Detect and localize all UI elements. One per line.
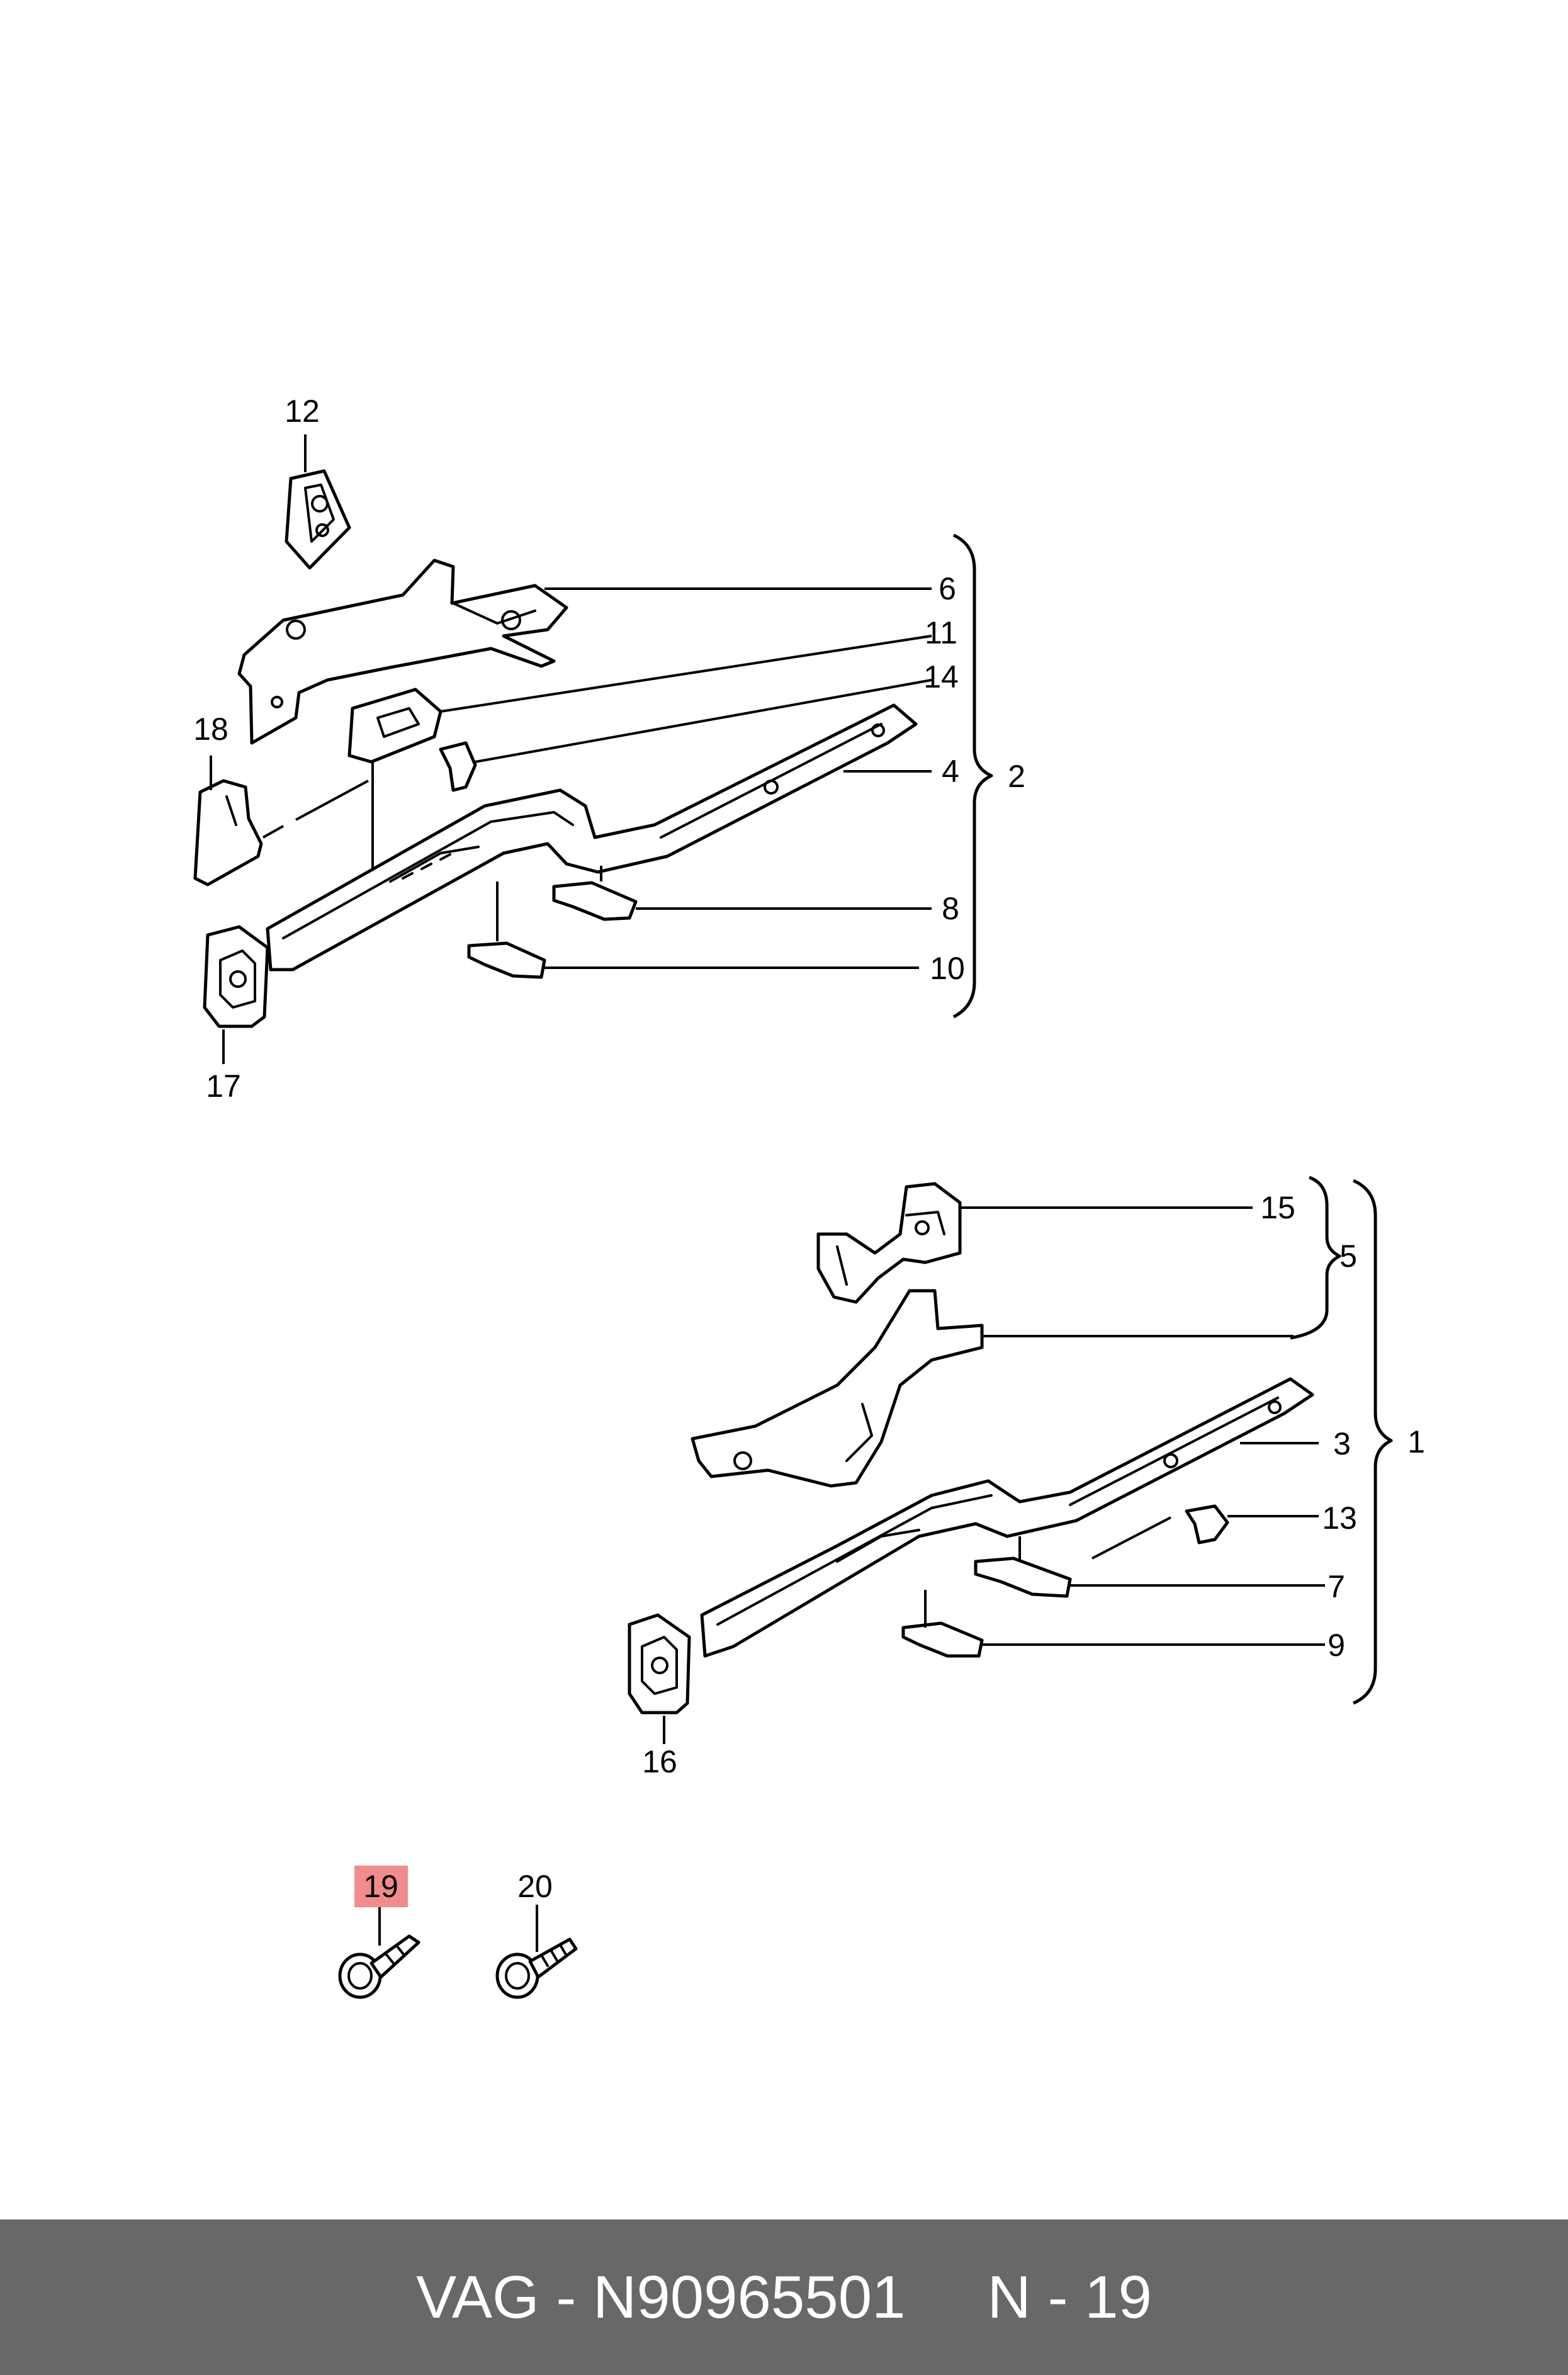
callout-labels: 12 6 11 14 4 2 8 10 18 17 15 5 3 1 13 7 …	[193, 394, 1425, 1907]
callout-19-highlight	[354, 1866, 408, 1907]
footer-part-number: VAG - N90965501	[416, 2263, 906, 2331]
callout-9: 9	[1328, 1628, 1345, 1663]
part-8-bracket	[552, 881, 638, 921]
brace-group-5	[1290, 1176, 1341, 1340]
callout-19: 19	[363, 1869, 398, 1904]
part-5-cover-plate	[691, 1289, 984, 1488]
callout-6: 6	[939, 571, 956, 606]
part-13-clip	[1185, 1504, 1229, 1545]
lower-assembly	[628, 1182, 1314, 1715]
brace-group-2	[952, 533, 993, 1019]
callout-14: 14	[923, 659, 959, 694]
part-17-end-plate	[203, 925, 269, 1028]
callout-15: 15	[1260, 1190, 1295, 1225]
leader-lines	[210, 434, 1325, 1952]
callout-12: 12	[285, 394, 320, 429]
part-3-longitudinal-member	[700, 1377, 1314, 1658]
part-11-mount	[347, 688, 443, 764]
part-20-screw	[495, 1937, 578, 1999]
callout-11: 11	[925, 615, 957, 650]
callout-13: 13	[1322, 1500, 1357, 1536]
callout-18: 18	[193, 711, 228, 747]
footer-bar: VAG - N90965501 N - 19	[0, 2219, 1568, 2375]
callout-16: 16	[642, 1744, 677, 1779]
callout-20: 20	[517, 1869, 553, 1904]
callout-8: 8	[942, 891, 959, 926]
callout-4: 4	[942, 754, 959, 789]
footer-position-number: N - 19	[987, 2263, 1152, 2331]
upper-assembly	[193, 469, 918, 1028]
callout-2: 2	[1008, 759, 1025, 794]
callout-1: 1	[1407, 1424, 1425, 1460]
part-9-bracket	[901, 1621, 984, 1658]
parts-diagram: 12 6 11 14 4 2 8 10 18 17 15 5 3 1 13 7 …	[193, 394, 1425, 1999]
part-18-side-bracket	[193, 779, 263, 887]
callout-7: 7	[1328, 1569, 1345, 1604]
brace-group-1	[1352, 1179, 1393, 1705]
part-14-clip	[439, 741, 477, 792]
part-12-bracket	[285, 469, 351, 570]
callout-5: 5	[1340, 1239, 1357, 1274]
part-4-longitudinal-member	[266, 703, 918, 972]
part-16-end-plate	[628, 1613, 691, 1715]
callout-17: 17	[206, 1068, 241, 1104]
part-10-bracket	[467, 941, 546, 979]
callout-3: 3	[1333, 1426, 1351, 1461]
part-15-reinforcement	[816, 1182, 962, 1304]
callout-10: 10	[930, 951, 965, 986]
part-7-bracket	[974, 1556, 1072, 1598]
part-19-expanding-rivet	[338, 1934, 420, 1999]
part-6-cover-plate	[237, 558, 568, 745]
group-braces	[952, 533, 1393, 1705]
